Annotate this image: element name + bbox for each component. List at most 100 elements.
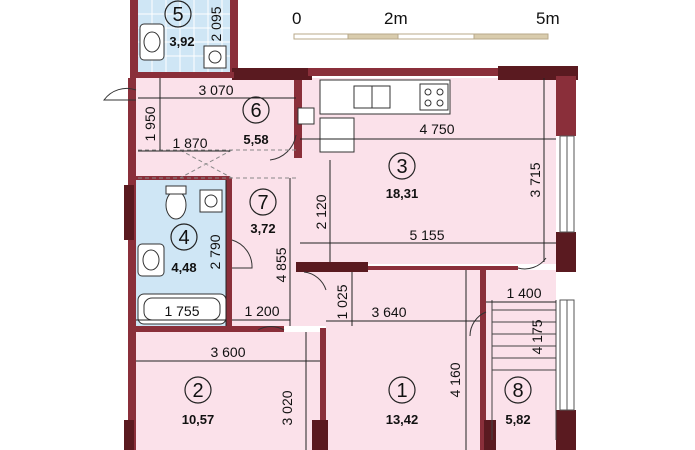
sink-4-bowl (142, 249, 160, 271)
dim-4750: 4 750 (419, 121, 454, 137)
fixtures (137, 23, 451, 325)
stove (419, 83, 449, 111)
dim-3640: 3 640 (371, 304, 406, 320)
room-1-circle (388, 376, 416, 404)
doors (103, 87, 547, 337)
sink-5-bowl (143, 31, 161, 53)
windows (559, 135, 575, 411)
wall-right-top (556, 76, 576, 136)
dim-5155: 5 155 (409, 227, 444, 243)
wall-right-mid (556, 232, 576, 272)
room-2-area: 10,57 (182, 412, 215, 427)
room-8-number: 8 (512, 380, 523, 402)
scale-segment (347, 33, 399, 40)
scale-bar: 0 2m 5m (292, 9, 560, 40)
scale-label-2m: 2m (384, 9, 408, 28)
dim-1755: 1 755 (164, 303, 199, 319)
wall-bath4-bottom (134, 326, 284, 332)
door-kitchen (269, 134, 297, 161)
dim-4160: 4 160 (447, 362, 463, 397)
room-7-circle (249, 188, 277, 216)
room-6-floor (136, 78, 296, 178)
dim-2120: 2 120 (313, 194, 329, 229)
dim-1025: 1 025 (334, 284, 350, 319)
fridge (319, 117, 355, 153)
scale-segment (293, 33, 349, 40)
room-5-area: 3,92 (169, 34, 194, 49)
door-room1 (303, 271, 327, 291)
dim-2095: 2 095 (208, 6, 224, 41)
wall-balcony-left (480, 270, 486, 450)
room-areas: 3,92 5,58 18,31 4,48 3,72 10,57 13,42 5,… (169, 34, 530, 427)
door-balcony-2 (469, 311, 487, 337)
wall-right-bottom (556, 410, 576, 450)
dim-4175: 4 175 (529, 319, 545, 354)
burner (436, 99, 444, 107)
dim-1400: 1 400 (506, 285, 541, 301)
room-4-area: 4,48 (171, 260, 196, 275)
dim-3600: 3 600 (210, 344, 245, 360)
room-4-number: 4 (178, 227, 189, 249)
wall-left-pillar (124, 185, 134, 240)
wall-top-kitchen (308, 68, 498, 76)
room-2-circle (184, 376, 212, 404)
room-8-area: 5,82 (505, 412, 530, 427)
room-6-number: 6 (250, 100, 261, 122)
dim-3070: 3 070 (198, 82, 233, 98)
room-1-number: 1 (396, 380, 407, 402)
room-7-floor (230, 178, 296, 326)
door-entry (103, 87, 137, 101)
scale-segment (473, 33, 549, 40)
room-3-number: 3 (396, 156, 407, 178)
room-3-area: 18,31 (386, 186, 419, 201)
wall-top-mid (232, 68, 312, 80)
wall-kitchen-bottom (296, 262, 368, 272)
room-3-circle (388, 152, 416, 180)
scale-segment (397, 33, 475, 40)
dim-1950: 1 950 (142, 106, 158, 141)
scale-label-5m: 5m (536, 9, 560, 28)
washer-5-drum (208, 50, 222, 64)
wall-left (128, 78, 136, 450)
toilet-4-tank (165, 185, 187, 195)
door-room2 (257, 326, 285, 331)
dim-3715: 3 715 (527, 162, 543, 197)
room-5-number: 5 (172, 4, 183, 26)
room-2-floor (134, 332, 322, 450)
dimension-labels-vertical: 2 095 1 950 3 715 2 120 2 790 4 855 1 02… (142, 6, 545, 425)
dim-1870: 1 870 (172, 135, 207, 151)
wall-bath5-bottom (134, 72, 234, 78)
door-bath4 (231, 239, 253, 269)
room-4-circle (170, 223, 198, 251)
burner (436, 88, 444, 96)
room-1-area: 13,42 (386, 412, 419, 427)
hall-cross (138, 149, 296, 179)
room-circles (164, 0, 532, 404)
wall-room2-pillar (312, 420, 328, 450)
dim-1200: 1 200 (244, 303, 279, 319)
dim-2790: 2 790 (207, 234, 223, 269)
wall-room2-right (320, 328, 326, 450)
wall-bath4-right (226, 178, 232, 328)
dim-4855: 4 855 (273, 247, 289, 282)
wall-left-top (130, 0, 138, 78)
wall-balcony-pillar (484, 420, 496, 450)
room-6-circle (242, 96, 270, 124)
burner (424, 88, 432, 96)
washer-4-drum (204, 194, 218, 208)
hall-marks (138, 149, 296, 179)
rail-rungs (492, 309, 556, 371)
vent (297, 107, 315, 125)
toilet-4 (165, 190, 187, 220)
wall-left-bottom (124, 420, 134, 450)
wall-kitchen-bottom-thin (368, 266, 518, 270)
room-5-circle (164, 0, 192, 28)
room-8-floor (486, 270, 556, 450)
wall-bath5-right (230, 0, 238, 72)
room-2-number: 2 (192, 380, 203, 402)
room-8-circle (504, 376, 532, 404)
room-7-number: 7 (257, 192, 268, 214)
room-6-area: 5,58 (243, 132, 268, 147)
balcony-hatch (491, 300, 557, 440)
